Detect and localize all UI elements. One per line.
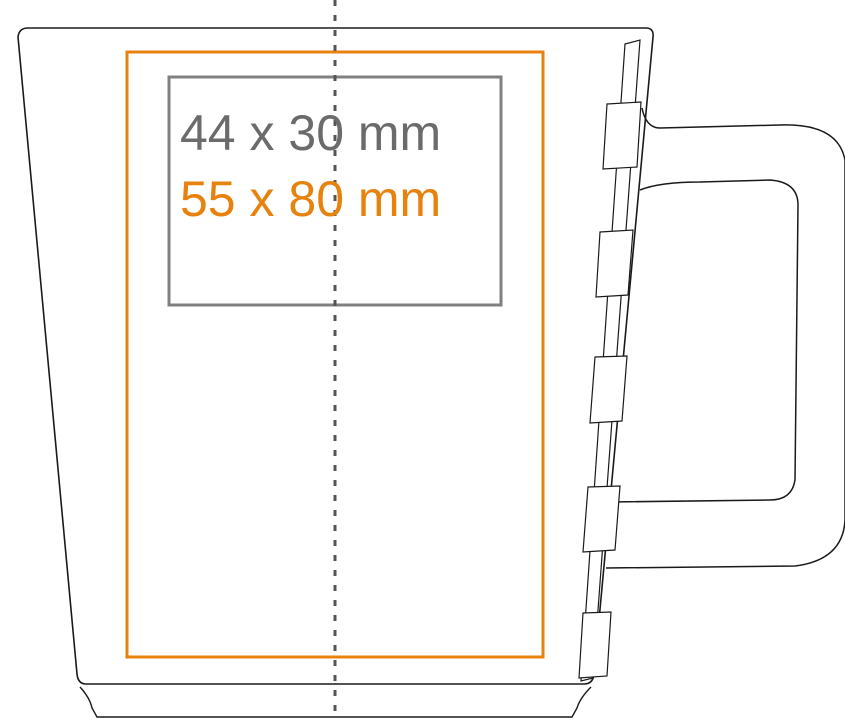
mug-base-outline xyxy=(79,686,592,718)
mug-side-band xyxy=(580,39,641,682)
large-area-dimension-label: 55 x 80 mm xyxy=(180,171,442,227)
mug-handle-outer xyxy=(605,107,845,569)
large-print-area xyxy=(125,50,545,659)
small-area-dimension-label: 44 x 30 mm xyxy=(180,105,442,161)
mug-hinge-tabs xyxy=(578,101,642,679)
mug-handle-inner xyxy=(609,179,799,503)
